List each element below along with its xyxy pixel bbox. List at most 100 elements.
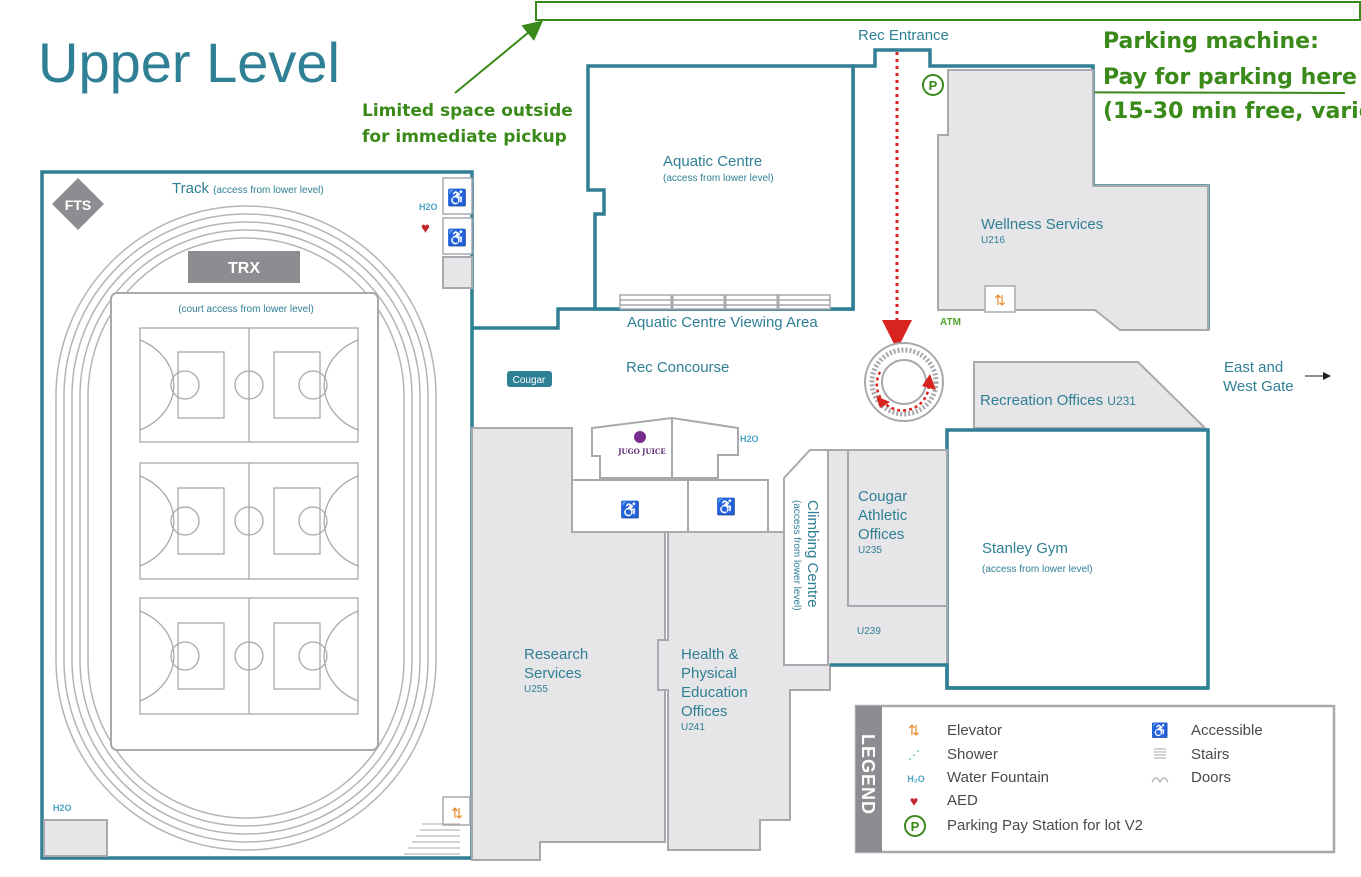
stanley-gym-room: [945, 428, 1210, 690]
wellness-services-room: [937, 69, 1209, 331]
legend-label-parking: Parking Pay Station for lot V2: [947, 817, 1143, 834]
viewing-area-label: Aquatic Centre Viewing Area: [627, 314, 818, 331]
wellness-label: Wellness Services: [981, 216, 1103, 233]
water-fountain-icon: H2O: [53, 803, 72, 813]
cougar-offices-label-1: Cougar: [858, 488, 907, 505]
recreation-offices-label: Recreation Offices U231: [980, 392, 1136, 409]
stairs-icon: [1154, 748, 1166, 759]
washroom-icon: ♿: [447, 228, 467, 247]
stairs-track: [404, 823, 460, 855]
cougar-sign: Cougar: [507, 371, 552, 387]
pickup-zone: [535, 1, 1361, 21]
washroom-track-1: [442, 177, 473, 215]
elevator-icon: ⇅: [994, 292, 1006, 308]
track-lane-3: [71, 221, 421, 835]
pickup-annotation-line1: Limited space outside: [362, 101, 573, 121]
court-note: (court access from lower level): [178, 304, 314, 315]
svg-text:Cougar: Cougar: [513, 375, 546, 386]
health-offices-label-2: Physical: [681, 665, 737, 682]
shower-icon: ⋰: [908, 748, 920, 762]
storage-track: [442, 256, 473, 289]
washroom-icon: ♿: [716, 497, 736, 516]
legend-label-aed: AED: [947, 792, 978, 809]
east-west-gate-label-1: East and: [1224, 359, 1283, 376]
basketball-court-3: [139, 597, 359, 715]
aquatic-centre-note: (access from lower level): [663, 173, 774, 184]
health-offices-label-3: Education: [681, 684, 748, 701]
legend: LEGEND ⇅ Elevator ⋰ Shower H₂O Water Fou…: [854, 704, 1336, 854]
svg-text:P: P: [911, 819, 920, 834]
climbing-centre-note: (access from lower level): [791, 500, 802, 611]
svg-text:P: P: [929, 78, 938, 93]
track-outer-lane: [55, 205, 437, 851]
health-offices-room: [657, 531, 831, 851]
wellness-room-number: U216: [981, 235, 1005, 246]
legend-label-water-fountain: Water Fountain: [947, 769, 1049, 786]
research-services-label-1: Research: [524, 646, 588, 663]
stanley-gym-label: Stanley Gym: [982, 540, 1068, 557]
basketball-court-2: [139, 462, 359, 580]
recreation-offices-room: [973, 361, 1208, 429]
cougar-offices-room-number: U235: [858, 545, 882, 556]
water-fountain-icon: H2O: [740, 434, 759, 444]
jugo-juice-logo: [634, 431, 646, 443]
washroom-icon: ♿: [620, 500, 640, 519]
elevator-wellness: [984, 285, 1016, 313]
legend-label-elevator: Elevator: [947, 722, 1002, 739]
track-lane-2: [63, 213, 429, 843]
elevator-icon: ⇅: [908, 722, 920, 738]
track-label: Track (access from lower level): [172, 180, 324, 197]
trx-area: TRX: [188, 251, 300, 283]
page-title: Upper Level: [38, 31, 340, 94]
aed-icon: ♥: [910, 793, 918, 809]
aquatic-centre-room: [586, 64, 855, 311]
svg-text:TRX: TRX: [228, 260, 260, 277]
court-area: [110, 292, 379, 751]
water-fountain-icon: H₂O: [907, 774, 925, 784]
pickup-arrow: [454, 20, 544, 94]
research-services-label-2: Services: [524, 665, 582, 682]
u239-label: U239: [857, 626, 881, 637]
health-offices-label-1: Health &: [681, 646, 739, 663]
jugo-juice-shop: [591, 416, 739, 479]
concourse-label: Rec Concourse: [626, 359, 729, 376]
atm-label: ATM: [940, 317, 961, 328]
legend-label-accessible: Accessible: [1191, 722, 1263, 739]
legend-heading: LEGEND: [858, 734, 878, 815]
storage-track-corner: [43, 819, 108, 857]
legend-label-shower: Shower: [947, 746, 998, 763]
east-west-gate-label-2: West Gate: [1223, 378, 1294, 395]
track-lane-5: [87, 237, 405, 819]
lower-exterior-wall: [830, 663, 1208, 690]
doors-icon: [1151, 777, 1169, 784]
cougar-offices-inner: [847, 449, 948, 607]
spiral-stairs: [864, 342, 944, 422]
parking-icon: [904, 815, 926, 837]
svg-text:FTS: FTS: [65, 197, 91, 213]
washroom-track-2: [442, 217, 473, 255]
fts-badge: FTS: [52, 178, 104, 230]
elevator-track: [442, 796, 471, 826]
cougar-offices-label-2: Athletic: [858, 507, 908, 524]
parking-annotation-line2: Pay for parking here: [1103, 65, 1357, 90]
aquatic-centre-label: Aquatic Centre: [663, 153, 762, 170]
track-lane-4: [79, 229, 413, 827]
parking-annotation-line1: Parking machine:: [1103, 29, 1319, 54]
stanley-gym-note: (access from lower level): [982, 564, 1093, 575]
washroom-concourse-1: [571, 479, 689, 533]
aed-icon: ♥: [421, 220, 430, 237]
legend-label-stairs: Stairs: [1191, 746, 1229, 763]
elevator-icon: ⇅: [451, 805, 463, 821]
jugo-juice-label: JUGO JUICE: [617, 447, 666, 456]
accessible-icon: ♿: [1151, 722, 1168, 739]
research-services-room-number: U255: [524, 684, 548, 695]
parking-icon: P: [922, 74, 944, 96]
basketball-court-1: [139, 327, 359, 443]
climbing-centre-label: Climbing Centre: [804, 500, 821, 608]
legend-label-doors: Doors: [1191, 769, 1231, 786]
washroom-concourse-2: [687, 479, 769, 533]
health-offices-room-number: U241: [681, 722, 705, 733]
viewing-area-bleachers: [619, 294, 831, 310]
washroom-icon: ♿: [447, 188, 467, 207]
